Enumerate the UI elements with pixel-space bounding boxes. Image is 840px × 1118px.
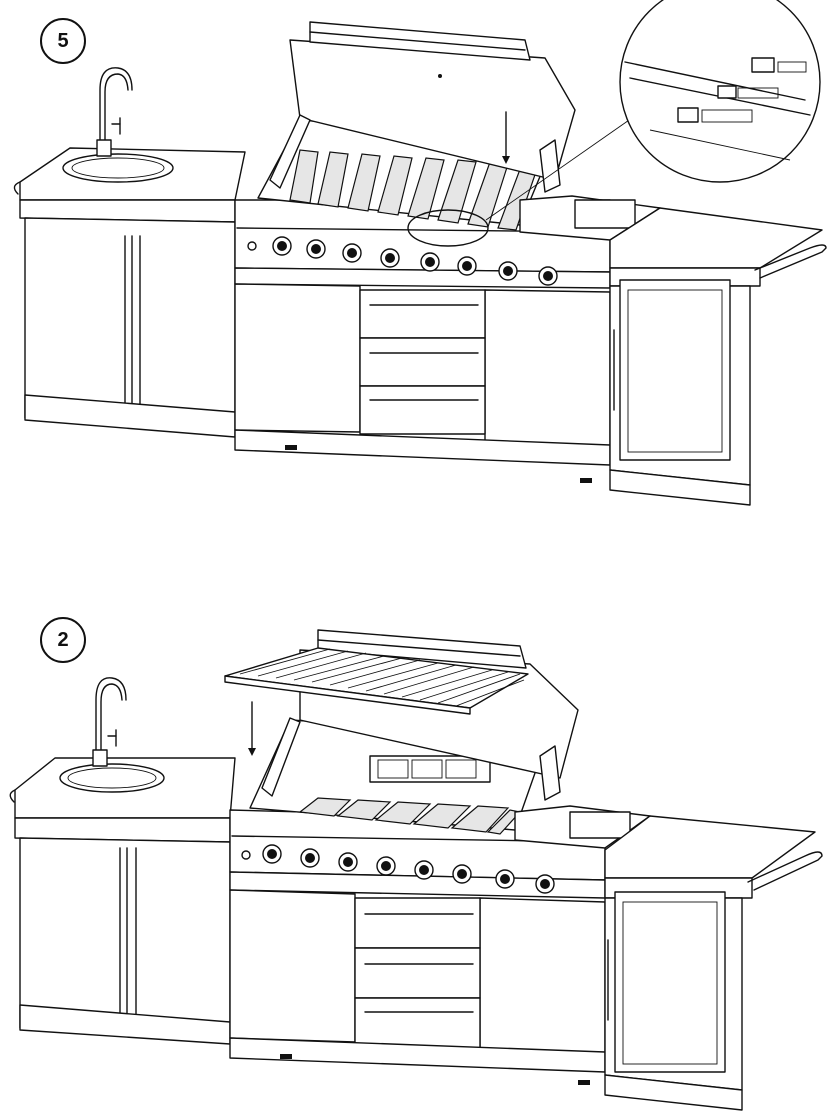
sink-cabinet (13, 147, 246, 438)
grill-body (234, 199, 611, 483)
knob-icon (498, 261, 518, 281)
step-number-badge: 5 (40, 18, 86, 64)
kitchen-illustration-step-2 (9, 629, 823, 1111)
magnifier-callout-icon (407, 0, 821, 247)
grill-body (229, 809, 606, 1085)
knob-icon (262, 844, 282, 864)
assembly-step-2: 2 (0, 560, 840, 1118)
side-burner-cabinet (514, 805, 823, 1111)
control-knobs (241, 844, 555, 894)
knob-icon (414, 860, 434, 880)
burner-plates (289, 149, 539, 231)
arrow-down-icon (502, 111, 510, 164)
step-number-badge: 2 (40, 617, 86, 663)
sink-cabinet (9, 757, 236, 1045)
assembly-step-5: 5 (13, 0, 827, 506)
knob-icon (452, 864, 472, 884)
arrow-down-icon (248, 701, 256, 756)
knob-icon (376, 856, 396, 876)
cooking-grate (224, 647, 529, 715)
kitchen-illustration-step-5 (13, 0, 827, 506)
knob-icon (457, 256, 477, 276)
control-knobs (247, 236, 558, 286)
burner-plates (298, 797, 522, 835)
knob-icon (420, 252, 440, 272)
knob-icon (338, 852, 358, 872)
knob-icon (495, 869, 515, 889)
knob-icon (535, 874, 555, 894)
knob-icon (380, 248, 400, 268)
knob-icon (538, 266, 558, 286)
knob-icon (272, 236, 292, 256)
knob-icon (306, 239, 326, 259)
faucet-icon (96, 67, 133, 157)
side-burner-cabinet (519, 195, 827, 506)
grill-hood (269, 21, 576, 193)
knob-icon (342, 243, 362, 263)
faucet-icon (92, 677, 127, 767)
knob-icon (300, 848, 320, 868)
